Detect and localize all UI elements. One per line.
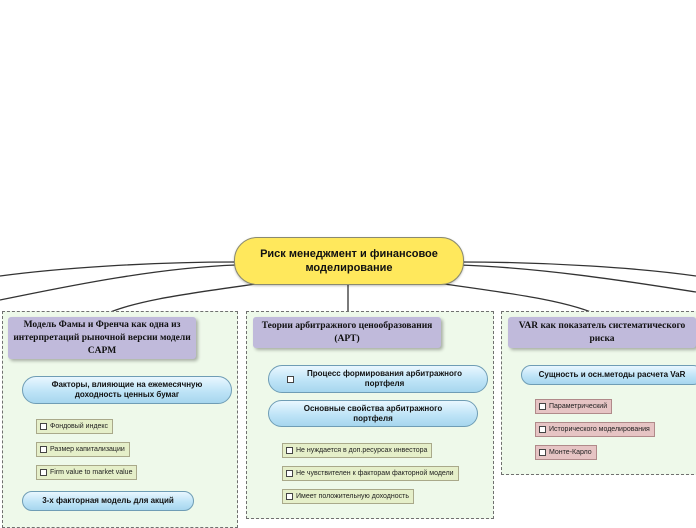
branch-header-var[interactable]: VAR как показатель систематического риск… <box>508 317 696 348</box>
leaf-item[interactable]: Монте-Карло <box>535 445 597 460</box>
topic-label: 3-х факторная модель для акций <box>42 496 174 505</box>
header-text: как показатель систематического риска <box>540 320 686 344</box>
topic-label: Основные свойства арбитражного портфеля <box>303 403 443 423</box>
topic-label: Сущность и осн.методы расчета VaR <box>538 370 686 379</box>
checkbox-icon <box>286 470 293 477</box>
leaf-item[interactable]: Не нуждается в доп.ресурсах инвестора <box>282 443 433 458</box>
topic-label: Факторы, влияющие на ежемесячную доходно… <box>51 380 203 399</box>
leaf-label: Не чувствителен к факторам факторной мод… <box>296 470 454 477</box>
leaf-item[interactable]: Размер капитализации <box>36 442 130 457</box>
checkbox-icon <box>286 493 293 500</box>
topic-factors[interactable]: Факторы, влияющие на ежемесячную доходно… <box>22 376 232 404</box>
leaf-label: Исторического моделирования <box>549 426 650 433</box>
checkbox-icon <box>286 375 294 383</box>
topic-arbitrage-process[interactable]: Процесс формирования арбитражного портфе… <box>268 365 488 393</box>
checkbox-icon <box>286 447 293 454</box>
checkbox-icon <box>539 403 546 410</box>
header-text: Теории арбитражного ценообразования <box>261 320 433 331</box>
leaf-item[interactable]: Имеет положительную доходность <box>282 489 414 504</box>
leaf-label: Монте-Карло <box>549 449 592 456</box>
leaf-label: Firm value to market value <box>50 469 133 476</box>
leaf-label: Фондовый индекс <box>50 423 109 430</box>
leaf-label: Имеет положительную доходность <box>296 493 409 500</box>
checkbox-icon <box>539 449 546 456</box>
topic-three-factor-model[interactable]: 3-х факторная модель для акций <box>22 491 194 511</box>
topic-var-methods[interactable]: Сущность и осн.методы расчета VaR <box>521 365 696 385</box>
leaf-item[interactable]: Исторического моделирования <box>535 422 655 437</box>
central-topic[interactable]: Риск менеджмент и финансовое моделирован… <box>234 237 464 285</box>
leaf-item[interactable]: Фондовый индекс <box>36 419 114 434</box>
topic-arbitrage-properties[interactable]: Основные свойства арбитражного портфеля <box>268 400 478 427</box>
header-acronym: (APT) <box>334 333 360 344</box>
checkbox-icon <box>40 423 47 430</box>
branch-header-apt[interactable]: Теории арбитражного ценообразования (APT) <box>253 317 441 348</box>
leaf-item[interactable]: Не чувствителен к факторам факторной мод… <box>282 466 459 481</box>
leaf-label: Размер капитализации <box>50 446 125 453</box>
header-acronym: CAPM <box>87 345 117 356</box>
checkbox-icon <box>40 469 47 476</box>
topic-label: Процесс формирования арбитражного портфе… <box>307 369 462 388</box>
leaf-item[interactable]: Firm value to market value <box>36 465 138 480</box>
header-acronym: VAR <box>518 320 539 331</box>
leaf-item[interactable]: Параметрический <box>535 399 613 414</box>
checkbox-icon <box>539 426 546 433</box>
leaf-label: Параметрический <box>549 403 608 410</box>
checkbox-icon <box>40 446 47 453</box>
leaf-label: Не нуждается в доп.ресурсах инвестора <box>296 447 428 454</box>
branch-header-fama-french[interactable]: Модель Фамы и Френча как одна из интерпр… <box>8 317 196 359</box>
header-text: Модель Фамы и Френча как одна из интерпр… <box>13 319 191 343</box>
